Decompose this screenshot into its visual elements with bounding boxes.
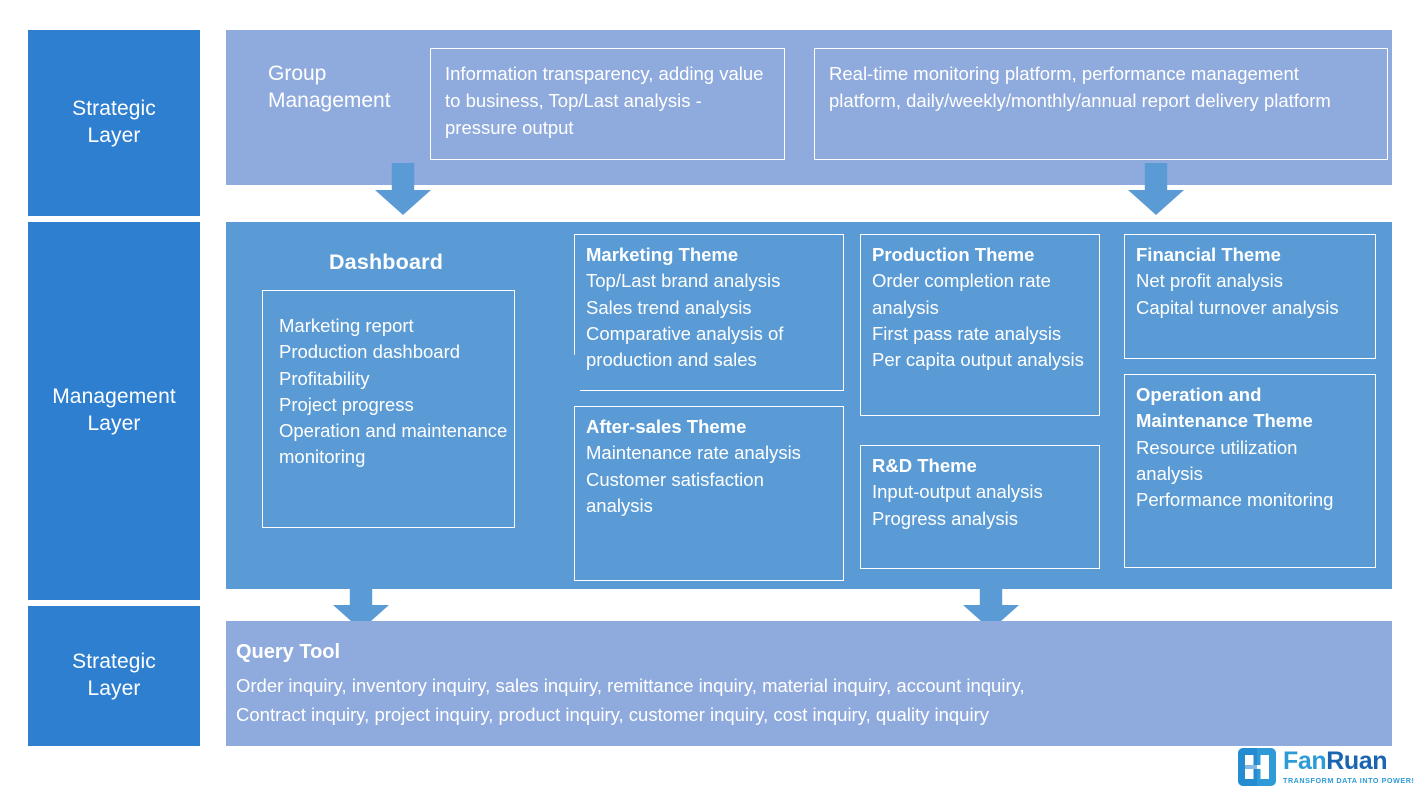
fanruan-name-ruan: Ruan — [1326, 747, 1388, 776]
fanruan-name-fan: Fan — [1283, 747, 1327, 776]
theme-card-after-sales: After-sales Theme Maintenance rate analy… — [574, 406, 844, 581]
query-tool-line-2: Contract inquiry, project inquiry, produ… — [236, 703, 989, 725]
fanruan-wordmark: FanRuan TRANSFORM DATA INTO POWER! — [1283, 747, 1415, 786]
fanruan-mark-icon — [1238, 748, 1276, 786]
strategic-card-monitoring-platform: Real-time monitoring platform, performan… — [814, 48, 1388, 160]
query-tool-title: Query Tool — [236, 641, 341, 663]
theme-card-production: Production Theme Order completion rate a… — [860, 234, 1100, 416]
query-tool-items: Order inquiry, inventory inquiry, sales … — [236, 672, 1356, 729]
fanruan-name: FanRuan — [1283, 747, 1388, 776]
strategic-card-information-transparency: Information transparency, adding value t… — [430, 48, 785, 160]
theme-title-operation-and-maintenance: Operation and Maintenance Theme — [1136, 384, 1313, 432]
theme-card-operation-and-maintenance: Operation and Maintenance Theme Resource… — [1124, 374, 1376, 568]
fanruan-tagline: TRANSFORM DATA INTO POWER! — [1283, 776, 1415, 786]
theme-title-production: Production Theme — [872, 244, 1035, 265]
theme-title-rnd: R&D Theme — [872, 455, 977, 476]
theme-title-marketing: Marketing Theme — [586, 244, 739, 265]
theme-title-after-sales: After-sales Theme — [586, 416, 747, 437]
dashboard-title: Dashboard — [328, 250, 444, 274]
strategic-layer-bottom-band — [226, 621, 1392, 746]
theme-title-financial: Financial Theme — [1136, 244, 1281, 265]
query-tool-line-1: Order inquiry, inventory inquiry, sales … — [236, 675, 1025, 696]
fanruan-logo: FanRuan TRANSFORM DATA INTO POWER! — [1238, 744, 1414, 790]
